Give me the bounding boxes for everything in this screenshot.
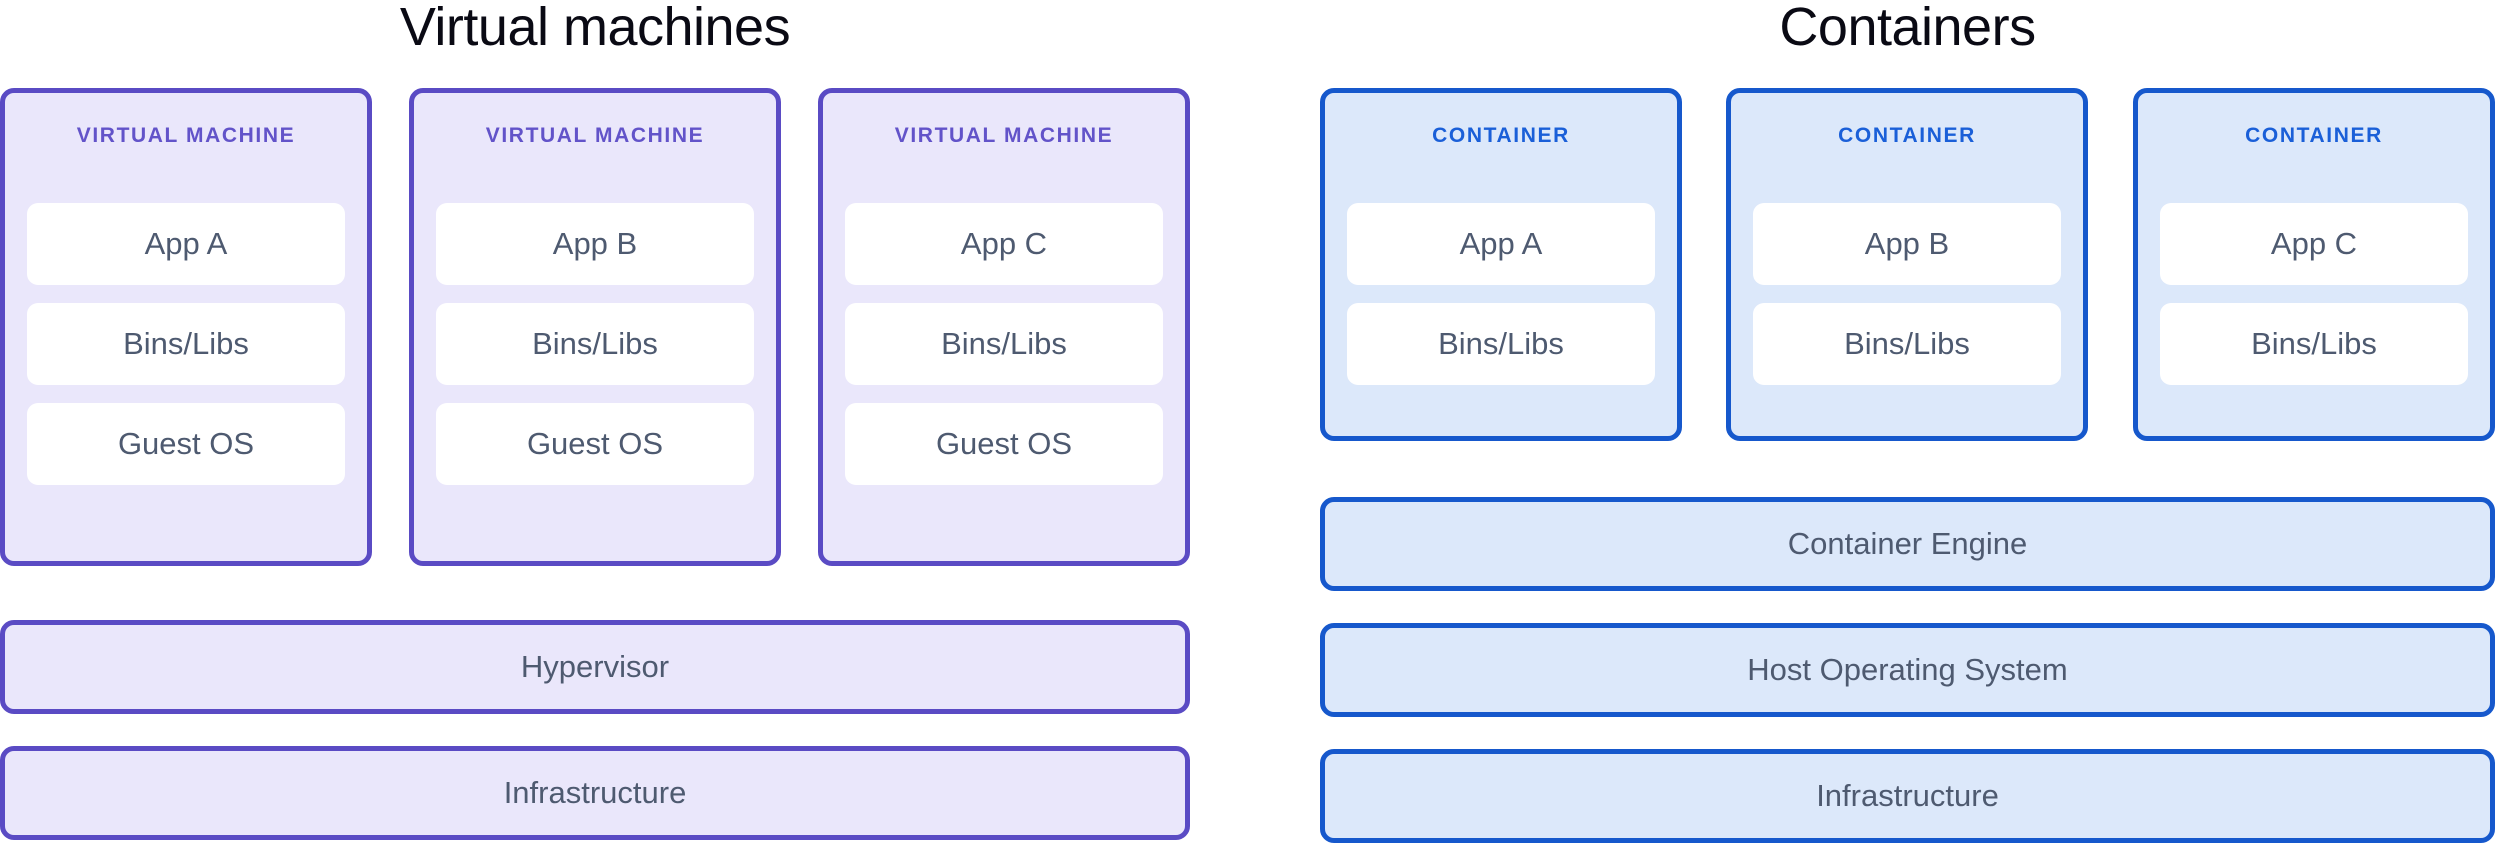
virtual-machine-1-layer-app-text: App A	[144, 226, 228, 261]
container-1-layer-app[interactable]: App A	[1347, 203, 1655, 285]
vm-infrastructure-bar-label: Infrastructure	[503, 775, 687, 810]
container-2-layer-bins[interactable]: Bins/Libs	[1753, 303, 2061, 385]
virtual-machine-stack-3-label: VIRTUAL MACHINE	[894, 124, 1114, 147]
virtual-machine-2-layer-guestos-text: Guest OS	[526, 426, 664, 461]
virtual-machine-3-layer-bins[interactable]: Bins/Libs	[845, 303, 1163, 385]
container-infrastructure-bar-label: Infrastructure	[1816, 778, 1999, 813]
container-3-layer-bins[interactable]: Bins/Libs	[2160, 303, 2468, 385]
virtual-machine-3-layer-app[interactable]: App C	[845, 203, 1163, 285]
virtual-machine-1-layer-app[interactable]: App A	[27, 203, 345, 285]
container-2-layer-app[interactable]: App B	[1753, 203, 2061, 285]
container-stack-2-label: CONTAINER	[1838, 124, 1976, 147]
container-stack-1[interactable]: CONTAINER App A Bins/Libs	[1320, 88, 1682, 441]
virtual-machine-2-layer-guestos[interactable]: Guest OS	[436, 403, 754, 485]
virtual-machine-stack-1-label: VIRTUAL MACHINE	[76, 124, 296, 147]
container-stack-1-label: CONTAINER	[1432, 124, 1570, 147]
host-operating-system-bar[interactable]: Host Operating System	[1320, 623, 2495, 717]
vm-infrastructure-bar[interactable]: Infrastructure	[0, 746, 1190, 840]
container-1-layer-bins[interactable]: Bins/Libs	[1347, 303, 1655, 385]
container-stack-3[interactable]: CONTAINER App C Bins/Libs	[2133, 88, 2495, 441]
container-engine-bar-label: Container Engine	[1787, 526, 2028, 561]
container-2-layer-app-text: App B	[1864, 226, 1950, 261]
virtual-machine-stack-2[interactable]: VIRTUAL MACHINE App B Bins/Libs Guest OS	[409, 88, 781, 566]
virtual-machine-2-layer-app[interactable]: App B	[436, 203, 754, 285]
virtual-machine-stack-1[interactable]: VIRTUAL MACHINE App A Bins/Libs Guest OS	[0, 88, 372, 566]
container-2-layer-bins-text: Bins/Libs	[1844, 326, 1970, 361]
virtual-machine-1-layer-guestos-text: Guest OS	[117, 426, 255, 461]
virtual-machine-1-layer-bins-text: Bins/Libs	[123, 326, 249, 361]
virtual-machine-stack-3[interactable]: VIRTUAL MACHINE App C Bins/Libs Guest OS	[818, 88, 1190, 566]
container-stack-2[interactable]: CONTAINER App B Bins/Libs	[1726, 88, 2088, 441]
virtual-machines-title: Virtual machines	[399, 0, 791, 57]
host-operating-system-bar-label: Host Operating System	[1747, 652, 2068, 687]
virtual-machine-3-layer-app-text: App C	[960, 226, 1048, 261]
virtual-machine-2-layer-app-text: App B	[552, 226, 638, 261]
virtual-machine-3-layer-guestos[interactable]: Guest OS	[845, 403, 1163, 485]
hypervisor-bar[interactable]: Hypervisor	[0, 620, 1190, 714]
virtual-machine-stack-2-label: VIRTUAL MACHINE	[485, 124, 705, 147]
virtual-machine-2-layer-bins[interactable]: Bins/Libs	[436, 303, 754, 385]
hypervisor-bar-label: Hypervisor	[520, 649, 670, 684]
container-3-layer-app[interactable]: App C	[2160, 203, 2468, 285]
virtual-machine-1-layer-bins[interactable]: Bins/Libs	[27, 303, 345, 385]
container-1-layer-app-text: App A	[1459, 226, 1543, 261]
virtual-machine-1-layer-guestos[interactable]: Guest OS	[27, 403, 345, 485]
virtual-machine-3-layer-guestos-text: Guest OS	[935, 426, 1073, 461]
virtual-machine-3-layer-bins-text: Bins/Libs	[941, 326, 1067, 361]
container-3-layer-bins-text: Bins/Libs	[2251, 326, 2377, 361]
container-3-layer-app-text: App C	[2270, 226, 2358, 261]
container-stack-3-label: CONTAINER	[2245, 124, 2383, 147]
virtual-machine-2-layer-bins-text: Bins/Libs	[532, 326, 658, 361]
containers-title: Containers	[1779, 0, 2036, 57]
container-infrastructure-bar[interactable]: Infrastructure	[1320, 749, 2495, 843]
container-1-layer-bins-text: Bins/Libs	[1438, 326, 1564, 361]
container-engine-bar[interactable]: Container Engine	[1320, 497, 2495, 591]
